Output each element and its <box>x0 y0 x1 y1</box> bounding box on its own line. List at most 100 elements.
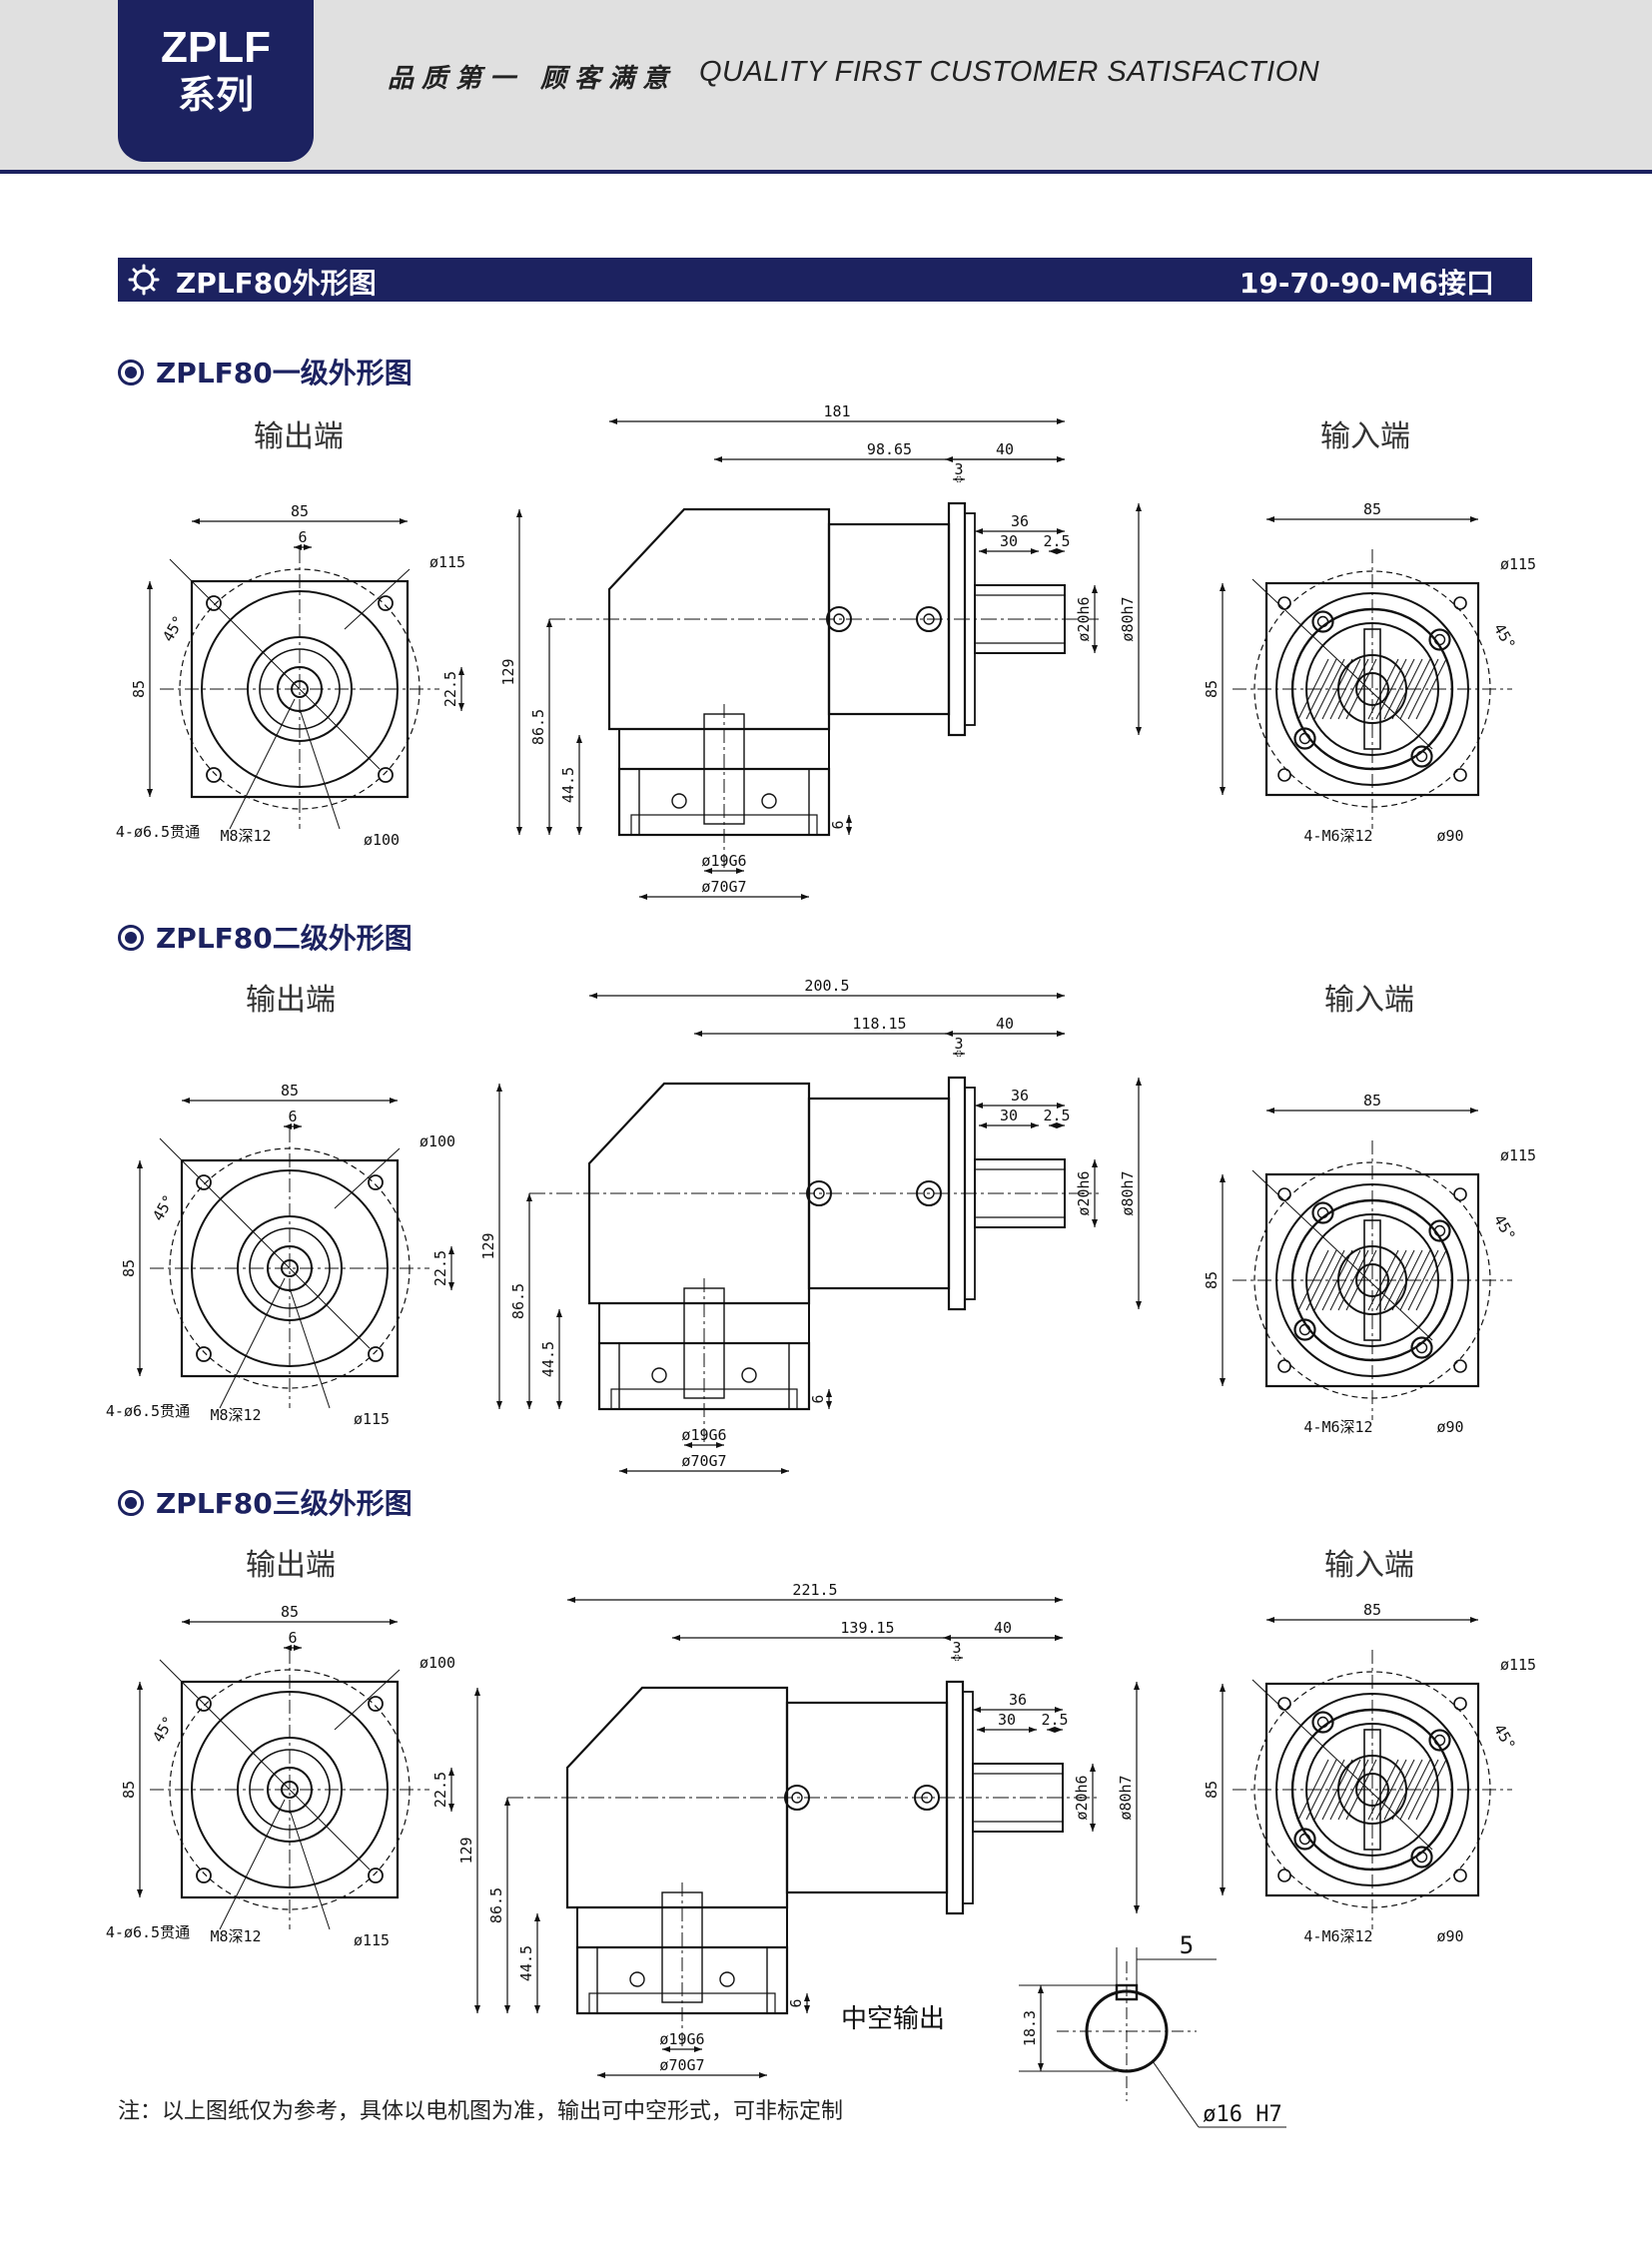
pitch-circle-label: ø90 <box>1436 1927 1463 1945</box>
outer-diameter-label: ø115 <box>429 553 465 571</box>
section-heading-stage3: ZPLF80三级外形图 <box>118 1482 413 1522</box>
series-name: ZPLF <box>161 23 271 72</box>
overall-height-dimension: 129 <box>457 1837 475 1864</box>
angle-label: 45° <box>149 1713 178 1745</box>
pilot-diameter-dimension: ø80h7 <box>1119 1170 1137 1215</box>
outer-diameter-label: ø115 <box>1500 1146 1536 1164</box>
shaft-diameter-dimension: ø20h6 <box>1073 1775 1091 1820</box>
shaft-length-dimension: 36 <box>1011 512 1029 530</box>
tapped-holes-label: M8深12 <box>210 1927 261 1945</box>
spigot-diameter-dimension: ø70G7 <box>659 2056 704 2074</box>
base-thickness-dimension: 6 <box>809 1394 827 1403</box>
angle-label: 45° <box>1490 620 1519 652</box>
outer-diameter-label: ø100 <box>419 1132 455 1150</box>
bore-diameter-dimension: ø19G6 <box>701 852 746 870</box>
base-thickness-dimension: 6 <box>829 820 847 829</box>
bullet-icon <box>118 1490 144 1516</box>
height-dimension: 85 <box>1203 680 1221 698</box>
shaft-diameter-dimension: ø20h6 <box>1075 1170 1093 1215</box>
key-offset-dimension: 2.5 <box>1043 1107 1070 1124</box>
center-to-end-dimension: 98.65 <box>867 440 912 458</box>
flange-thickness-dimension: 3 <box>952 1639 961 1657</box>
lower-height-dimension: 44.5 <box>517 1945 535 1981</box>
shaft-length-dimension: 36 <box>1011 1087 1029 1105</box>
gear-icon <box>128 264 160 296</box>
bore-tolerance-label: ø16 H7 <box>1203 2102 1281 2127</box>
offset-dimension: 22.5 <box>431 1250 449 1286</box>
slogan-english: QUALITY FIRST CUSTOMER SATISFACTION <box>699 56 1320 88</box>
flange-thickness-dimension: 3 <box>954 1035 963 1053</box>
shaft-block-dimension: 40 <box>996 440 1014 458</box>
pitch-circle-label: ø115 <box>354 1931 390 1949</box>
input-end-label: 输入端 <box>1324 1548 1414 1583</box>
lower-height-dimension: 44.5 <box>559 767 577 803</box>
shaft-length-dimension: 36 <box>1009 1691 1027 1709</box>
shaft-diameter-dimension: ø20h6 <box>1075 596 1093 641</box>
shaft-block-dimension: 40 <box>994 1619 1012 1637</box>
spigot-diameter-dimension: ø70G7 <box>701 878 746 896</box>
drawing-title-bar: ZPLF80外形图 19-70-90-M6接口 <box>118 258 1532 302</box>
width-dimension: 85 <box>291 502 309 520</box>
width-dimension: 85 <box>1363 1092 1381 1110</box>
outer-diameter-label: ø115 <box>1500 555 1536 573</box>
pitch-circle-label: ø90 <box>1436 1418 1463 1436</box>
key-height-label: 18.3 <box>1021 2010 1039 2046</box>
angle-label: 45° <box>159 612 188 644</box>
width-dimension: 85 <box>1363 500 1381 518</box>
angle-label: 45° <box>1490 1721 1519 1753</box>
output-end-label: 输出端 <box>246 1548 336 1583</box>
angle-label: 45° <box>149 1191 178 1223</box>
input-end-label: 输入端 <box>1320 419 1410 454</box>
key-length-dimension: 30 <box>1000 532 1018 550</box>
width-dimension: 85 <box>1363 1601 1381 1619</box>
outer-diameter-label: ø115 <box>1500 1656 1536 1674</box>
shaft-block-dimension: 40 <box>996 1015 1014 1033</box>
spigot-diameter-dimension: ø70G7 <box>681 1452 726 1470</box>
tapped-holes-label: 4-M6深12 <box>1303 827 1372 845</box>
key-width-label: 5 <box>1180 1931 1194 1959</box>
key-offset-dimension: 2.5 <box>1043 532 1070 550</box>
height-dimension: 85 <box>1203 1271 1221 1289</box>
offset-dimension: 22.5 <box>441 671 459 707</box>
height-dimension: 85 <box>120 1259 138 1277</box>
center-height-dimension: 86.5 <box>487 1887 505 1923</box>
center-to-end-dimension: 118.15 <box>852 1015 906 1033</box>
overall-height-dimension: 129 <box>499 658 517 685</box>
bore-diameter-dimension: ø19G6 <box>681 1426 726 1444</box>
header-rule <box>0 170 1652 174</box>
tapped-holes-label: M8深12 <box>210 1406 261 1424</box>
base-thickness-dimension: 6 <box>787 1998 805 2007</box>
tapped-holes-label: M8深12 <box>220 827 271 845</box>
total-length-dimension: 181 <box>823 402 850 420</box>
pitch-circle-label: ø100 <box>364 831 400 849</box>
bore-diameter-dimension: ø19G6 <box>659 2030 704 2048</box>
pitch-circle-label: ø115 <box>354 1410 390 1428</box>
drawing-title: ZPLF80外形图 <box>176 267 377 300</box>
output-end-label: 输出端 <box>246 983 336 1018</box>
interface-spec: 19-70-90-M6接口 <box>1239 267 1494 300</box>
through-holes-label: 4-ø6.5贯通 <box>106 1923 190 1941</box>
height-dimension: 85 <box>1203 1781 1221 1799</box>
pilot-diameter-dimension: ø80h7 <box>1117 1775 1135 1820</box>
tapped-holes-label: 4-M6深12 <box>1303 1418 1372 1436</box>
width-dimension: 85 <box>281 1082 299 1100</box>
center-height-dimension: 86.5 <box>509 1283 527 1319</box>
flange-thickness-dimension: 3 <box>954 460 963 478</box>
key-length-dimension: 30 <box>998 1711 1016 1729</box>
key-dimension: 6 <box>288 1629 297 1647</box>
series-suffix: 系列 <box>177 73 254 117</box>
slogan-chinese: 品质第一 顾客满意 <box>388 64 677 94</box>
bullet-icon <box>118 925 144 951</box>
through-holes-label: 4-ø6.5贯通 <box>116 823 200 841</box>
height-dimension: 85 <box>130 680 148 698</box>
key-dimension: 6 <box>298 528 307 546</box>
section-heading-stage1: ZPLF80一级外形图 <box>118 352 413 391</box>
key-dimension: 6 <box>288 1108 297 1125</box>
center-height-dimension: 86.5 <box>529 709 547 745</box>
